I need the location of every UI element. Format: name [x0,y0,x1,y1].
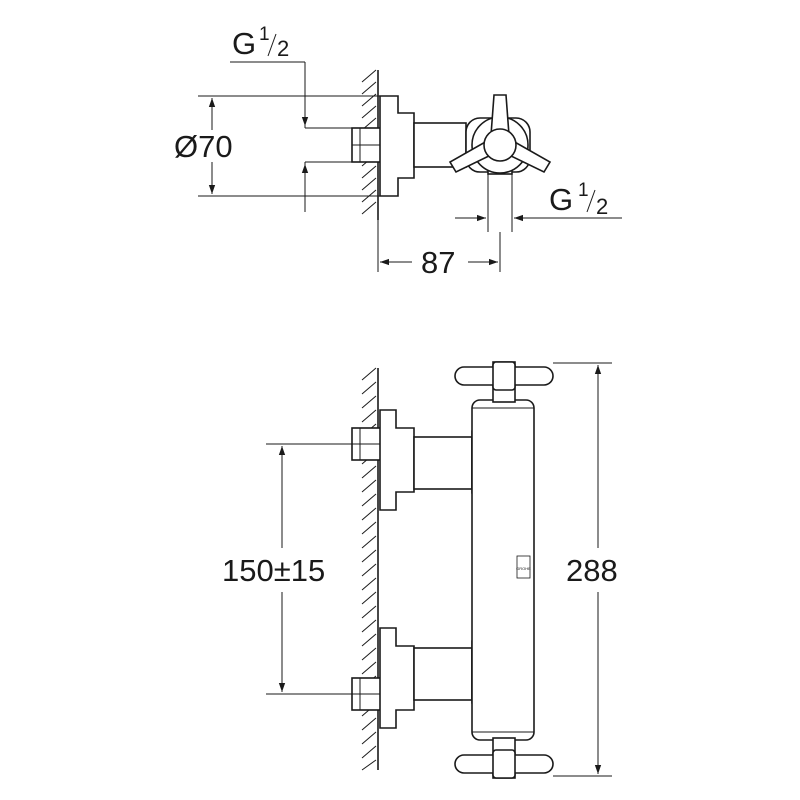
outlet-thread-main: G [549,182,573,217]
brand-logo-text: GROHE [516,566,531,571]
inlet-thread-sup: 1 [259,24,270,45]
lower-escutcheon [379,627,415,729]
handle-cap-top [483,128,517,162]
inlet-thread-sub: 2 [277,36,289,61]
inlet-thread-main: G [232,26,256,61]
diameter-label: Ø70 [174,129,233,164]
upper-connector-arm [413,436,473,490]
spacing-label: 150±15 [222,553,325,588]
outlet-thread-sub: 2 [596,194,608,219]
front-view: GROHE 150±15 288 [222,361,618,779]
height-label: 288 [566,553,618,588]
brand-logo [516,555,531,579]
lower-connector-arm [413,647,473,701]
upper-escutcheon [379,409,415,511]
outlet-thread-sup: 1 [578,180,589,201]
escutcheon-top [379,95,415,197]
bottom-handle-hub [492,749,516,779]
depth-label: 87 [421,245,455,280]
top-handle-hub [492,361,516,391]
top-view: G 1 2 Ø70 G 1 2 87 [174,24,622,280]
